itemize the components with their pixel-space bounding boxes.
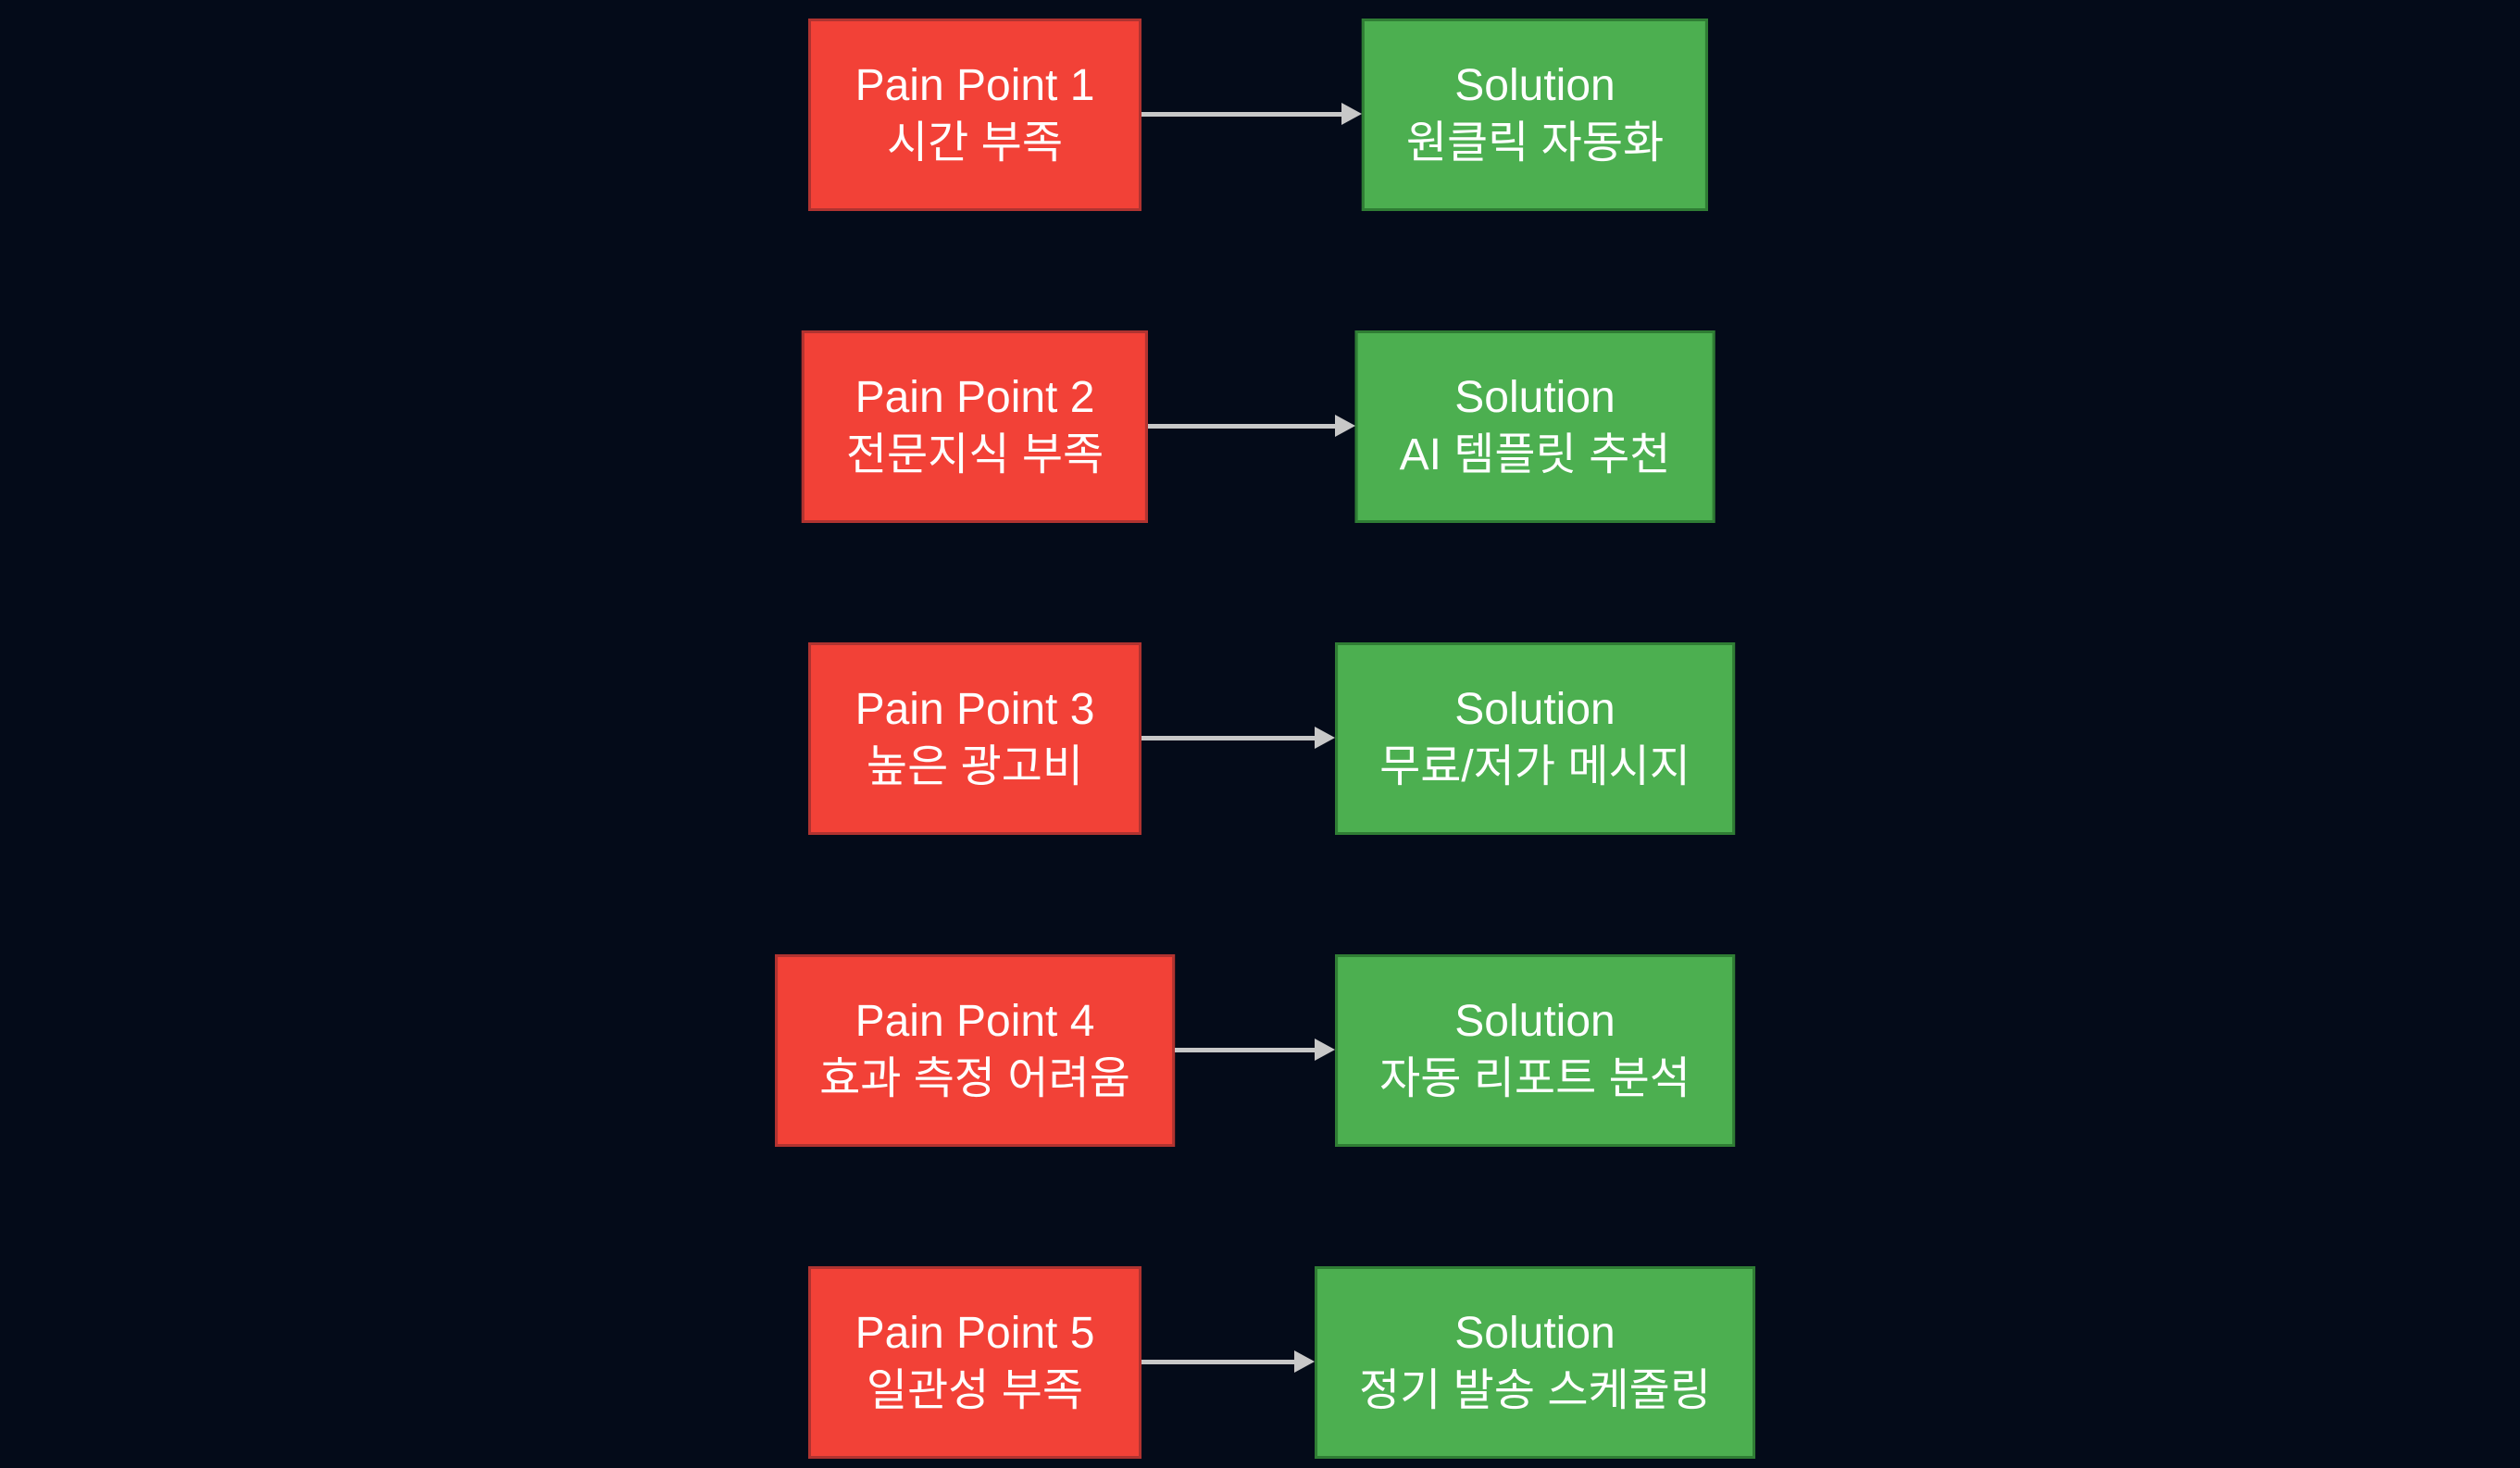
solution-box: Solution 자동 리포트 분석 bbox=[1335, 954, 1735, 1147]
solution-title: Solution bbox=[1454, 1309, 1616, 1358]
arrow-head-icon bbox=[1315, 727, 1336, 749]
solution-title: Solution bbox=[1454, 373, 1616, 422]
arrow-line bbox=[1141, 1360, 1297, 1364]
arrow-head-icon bbox=[1294, 1350, 1316, 1373]
pain-point-box: Pain Point 1 시간 부족 bbox=[808, 19, 1141, 211]
pain-point-title: Pain Point 5 bbox=[855, 1309, 1095, 1358]
pain-point-title: Pain Point 3 bbox=[855, 685, 1095, 734]
solution-title: Solution bbox=[1454, 997, 1616, 1046]
pain-point-subtitle: 전문지식 부족 bbox=[845, 430, 1104, 479]
pain-solution-row: Pain Point 5 일관성 부족 Solution 정기 발송 스케줄링 bbox=[0, 1266, 2520, 1459]
pain-solution-row: Pain Point 4 효과 측정 어려움 Solution 자동 리포트 분… bbox=[0, 954, 2520, 1147]
arrow-line bbox=[1174, 1048, 1317, 1052]
pain-point-subtitle: 효과 측정 어려움 bbox=[819, 1054, 1130, 1103]
arrow-line bbox=[1141, 112, 1343, 117]
solution-title: Solution bbox=[1454, 685, 1616, 734]
solution-subtitle: 정기 발송 스케줄링 bbox=[1359, 1366, 1711, 1415]
solution-box: Solution 원클릭 자동화 bbox=[1361, 19, 1709, 211]
pain-point-box: Pain Point 5 일관성 부족 bbox=[808, 1266, 1141, 1459]
pain-point-subtitle: 시간 부족 bbox=[887, 118, 1063, 168]
pain-point-box: Pain Point 4 효과 측정 어려움 bbox=[775, 954, 1175, 1147]
arrow-head-icon bbox=[1315, 1039, 1336, 1061]
arrow-connector bbox=[1141, 1266, 1316, 1459]
solution-box: Solution AI 템플릿 추천 bbox=[1354, 330, 1715, 523]
solution-box: Solution 정기 발송 스케줄링 bbox=[1315, 1266, 1755, 1459]
solution-subtitle: 무료/저가 메시지 bbox=[1379, 742, 1690, 791]
solution-subtitle: 원클릭 자동화 bbox=[1405, 118, 1665, 168]
solution-subtitle: AI 템플릿 추천 bbox=[1399, 430, 1671, 479]
arrow-connector bbox=[1174, 954, 1336, 1147]
solution-subtitle: 자동 리포트 분석 bbox=[1379, 1054, 1690, 1103]
arrow-head-icon bbox=[1334, 415, 1355, 437]
pain-point-box: Pain Point 3 높은 광고비 bbox=[808, 642, 1141, 835]
pain-point-subtitle: 높은 광고비 bbox=[866, 742, 1084, 791]
pain-solution-row: Pain Point 1 시간 부족 Solution 원클릭 자동화 bbox=[0, 19, 2520, 211]
arrow-connector bbox=[1141, 642, 1336, 835]
arrow-connector bbox=[1148, 330, 1355, 523]
arrow-head-icon bbox=[1341, 103, 1362, 125]
arrow-connector bbox=[1141, 19, 1362, 211]
pain-point-title: Pain Point 1 bbox=[855, 61, 1095, 110]
arrow-line bbox=[1141, 736, 1317, 740]
solution-box: Solution 무료/저가 메시지 bbox=[1335, 642, 1735, 835]
pain-point-title: Pain Point 2 bbox=[855, 373, 1095, 422]
pain-point-subtitle: 일관성 부족 bbox=[866, 1366, 1084, 1415]
arrow-line bbox=[1148, 424, 1337, 429]
pain-solution-row: Pain Point 3 높은 광고비 Solution 무료/저가 메시지 bbox=[0, 642, 2520, 835]
pain-point-box: Pain Point 2 전문지식 부족 bbox=[801, 330, 1149, 523]
pain-solution-row: Pain Point 2 전문지식 부족 Solution AI 템플릿 추천 bbox=[0, 330, 2520, 523]
pain-point-title: Pain Point 4 bbox=[855, 997, 1095, 1046]
solution-title: Solution bbox=[1454, 61, 1616, 110]
